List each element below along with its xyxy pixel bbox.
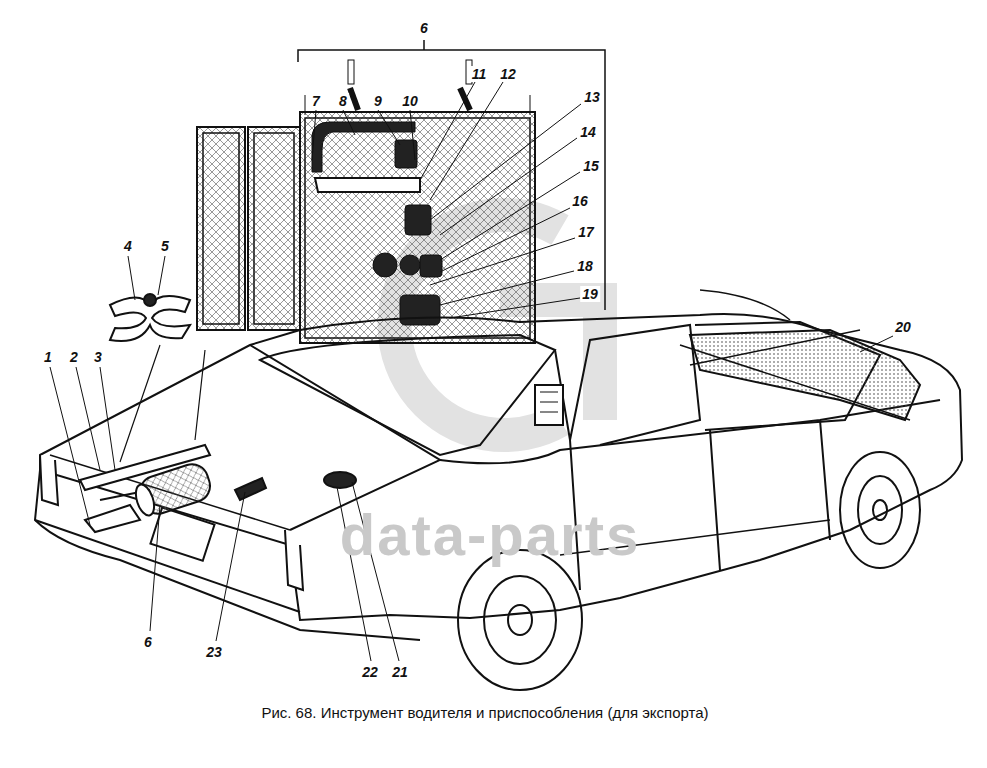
callout-number: 8 [337, 93, 349, 109]
callout-number: 17 [576, 224, 596, 240]
callout-number: 3 [92, 349, 104, 365]
callout-number: 20 [893, 319, 913, 335]
callout-number: 15 [581, 158, 601, 174]
callout-number: 23 [204, 644, 224, 660]
leader-lines [50, 82, 893, 661]
watermark: data-parts [340, 506, 640, 564]
callout-number: 7 [310, 93, 322, 109]
callout-number: 14 [578, 124, 598, 140]
callout-number: 22 [360, 664, 380, 680]
callout-number: 9 [372, 93, 384, 109]
callout-number: 6 [418, 20, 430, 36]
callout-number: 12 [498, 66, 518, 82]
callout-number: 10 [400, 93, 420, 109]
callout-number: 11 [470, 66, 489, 82]
tools [312, 60, 472, 325]
windshield-cover [680, 330, 920, 420]
callout-number: 2 [68, 349, 80, 365]
trunk-tools [80, 445, 356, 532]
wheel-wrench [110, 294, 205, 462]
callout-number: 13 [582, 89, 602, 105]
callout-number: 16 [570, 193, 590, 209]
callout-number: 18 [575, 258, 595, 274]
figure-caption: Рис. 68. Инструмент водителя и приспособ… [261, 704, 708, 722]
callout-number: 5 [159, 238, 171, 254]
car-body [35, 290, 962, 690]
callout-number: 6 [142, 634, 154, 650]
callout-number: 4 [122, 238, 134, 254]
callout-number: 19 [580, 286, 600, 302]
callout-number: 21 [390, 664, 410, 680]
tool-roll-panel [197, 95, 535, 343]
callout-number: 1 [42, 349, 54, 365]
